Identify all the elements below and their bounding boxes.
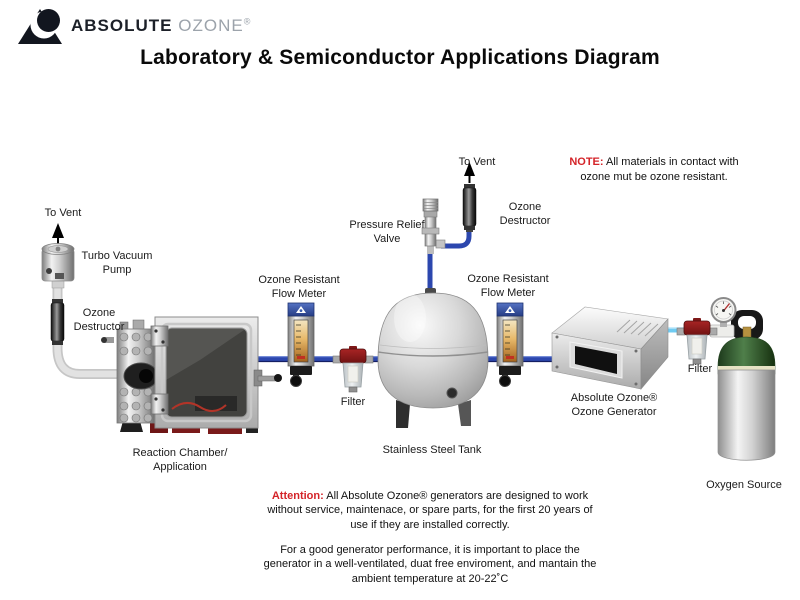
brand-wordmark: ABSOLUTE OZONE®	[71, 16, 251, 36]
brand-bold: ABSOLUTE	[71, 16, 173, 35]
attention-text: Attention: All Absolute Ozone® generator…	[263, 489, 597, 532]
note-text: NOTE: All materials in contact with ozon…	[556, 155, 752, 184]
label-flow-meter-right: Ozone Resistant Flow Meter	[467, 273, 549, 299]
label-stainless-tank: Stainless Steel Tank	[382, 444, 482, 456]
stainless-steel-tank-graphic	[377, 288, 489, 428]
note-prefix: NOTE:	[569, 156, 604, 168]
label-ozone-destructor-mid: Ozone Destructor	[499, 201, 551, 227]
brand-logo: ABSOLUTE OZONE®	[16, 6, 251, 46]
pressure-relief-valve-graphic	[421, 198, 446, 254]
vent-tube-pipe	[52, 278, 130, 379]
label-oxygen-source: Oxygen Source	[706, 479, 782, 491]
label-to-vent-mid: To Vent	[458, 156, 496, 168]
label-to-vent-left: To Vent	[44, 207, 82, 219]
label-pressure-relief-valve: Pressure Relief Valve	[349, 219, 425, 245]
attention-prefix: Attention:	[271, 490, 324, 502]
label-ozone-generator: Absolute Ozone® Ozone Generator	[570, 392, 658, 418]
attention-body: All Absolute Ozone® generators are desig…	[267, 490, 593, 531]
label-reaction-chamber: Reaction Chamber/ Application	[132, 447, 228, 473]
relief-elbow-pipe	[441, 228, 472, 249]
pressure-gauge-graphic	[710, 297, 737, 327]
brand-light: OZONE	[178, 16, 244, 35]
label-filter-right: Filter	[687, 363, 713, 375]
label-filter-left: Filter	[340, 396, 366, 408]
brand-registered-mark: ®	[243, 16, 252, 27]
reaction-chamber-graphic	[101, 316, 282, 434]
footnote-text: For a good generator performance, it is …	[263, 544, 597, 585]
oxygen-cylinder-graphic	[717, 310, 776, 461]
label-flow-meter-left: Ozone Resistant Flow Meter	[258, 274, 340, 300]
label-turbo-vacuum-pump: Turbo Vacuum Pump	[81, 250, 153, 276]
note-body: All materials in contact with ozone mut …	[580, 156, 739, 183]
page-title: Laboratory & Semiconductor Applications …	[140, 46, 660, 69]
ozone-generator-graphic	[551, 306, 669, 390]
ozone-destructor-mid-graphic	[462, 183, 477, 232]
flow-meter-left-graphic	[287, 302, 315, 387]
inline-filter-left-graphic	[332, 345, 374, 393]
vent-arrow-mid	[464, 162, 475, 183]
absolute-ozone-logo-icon	[18, 9, 62, 44]
label-ozone-destructor-left: Ozone Destructor	[73, 307, 125, 333]
turbo-vacuum-pump-graphic	[41, 243, 75, 289]
flow-meter-right-graphic	[496, 302, 524, 387]
